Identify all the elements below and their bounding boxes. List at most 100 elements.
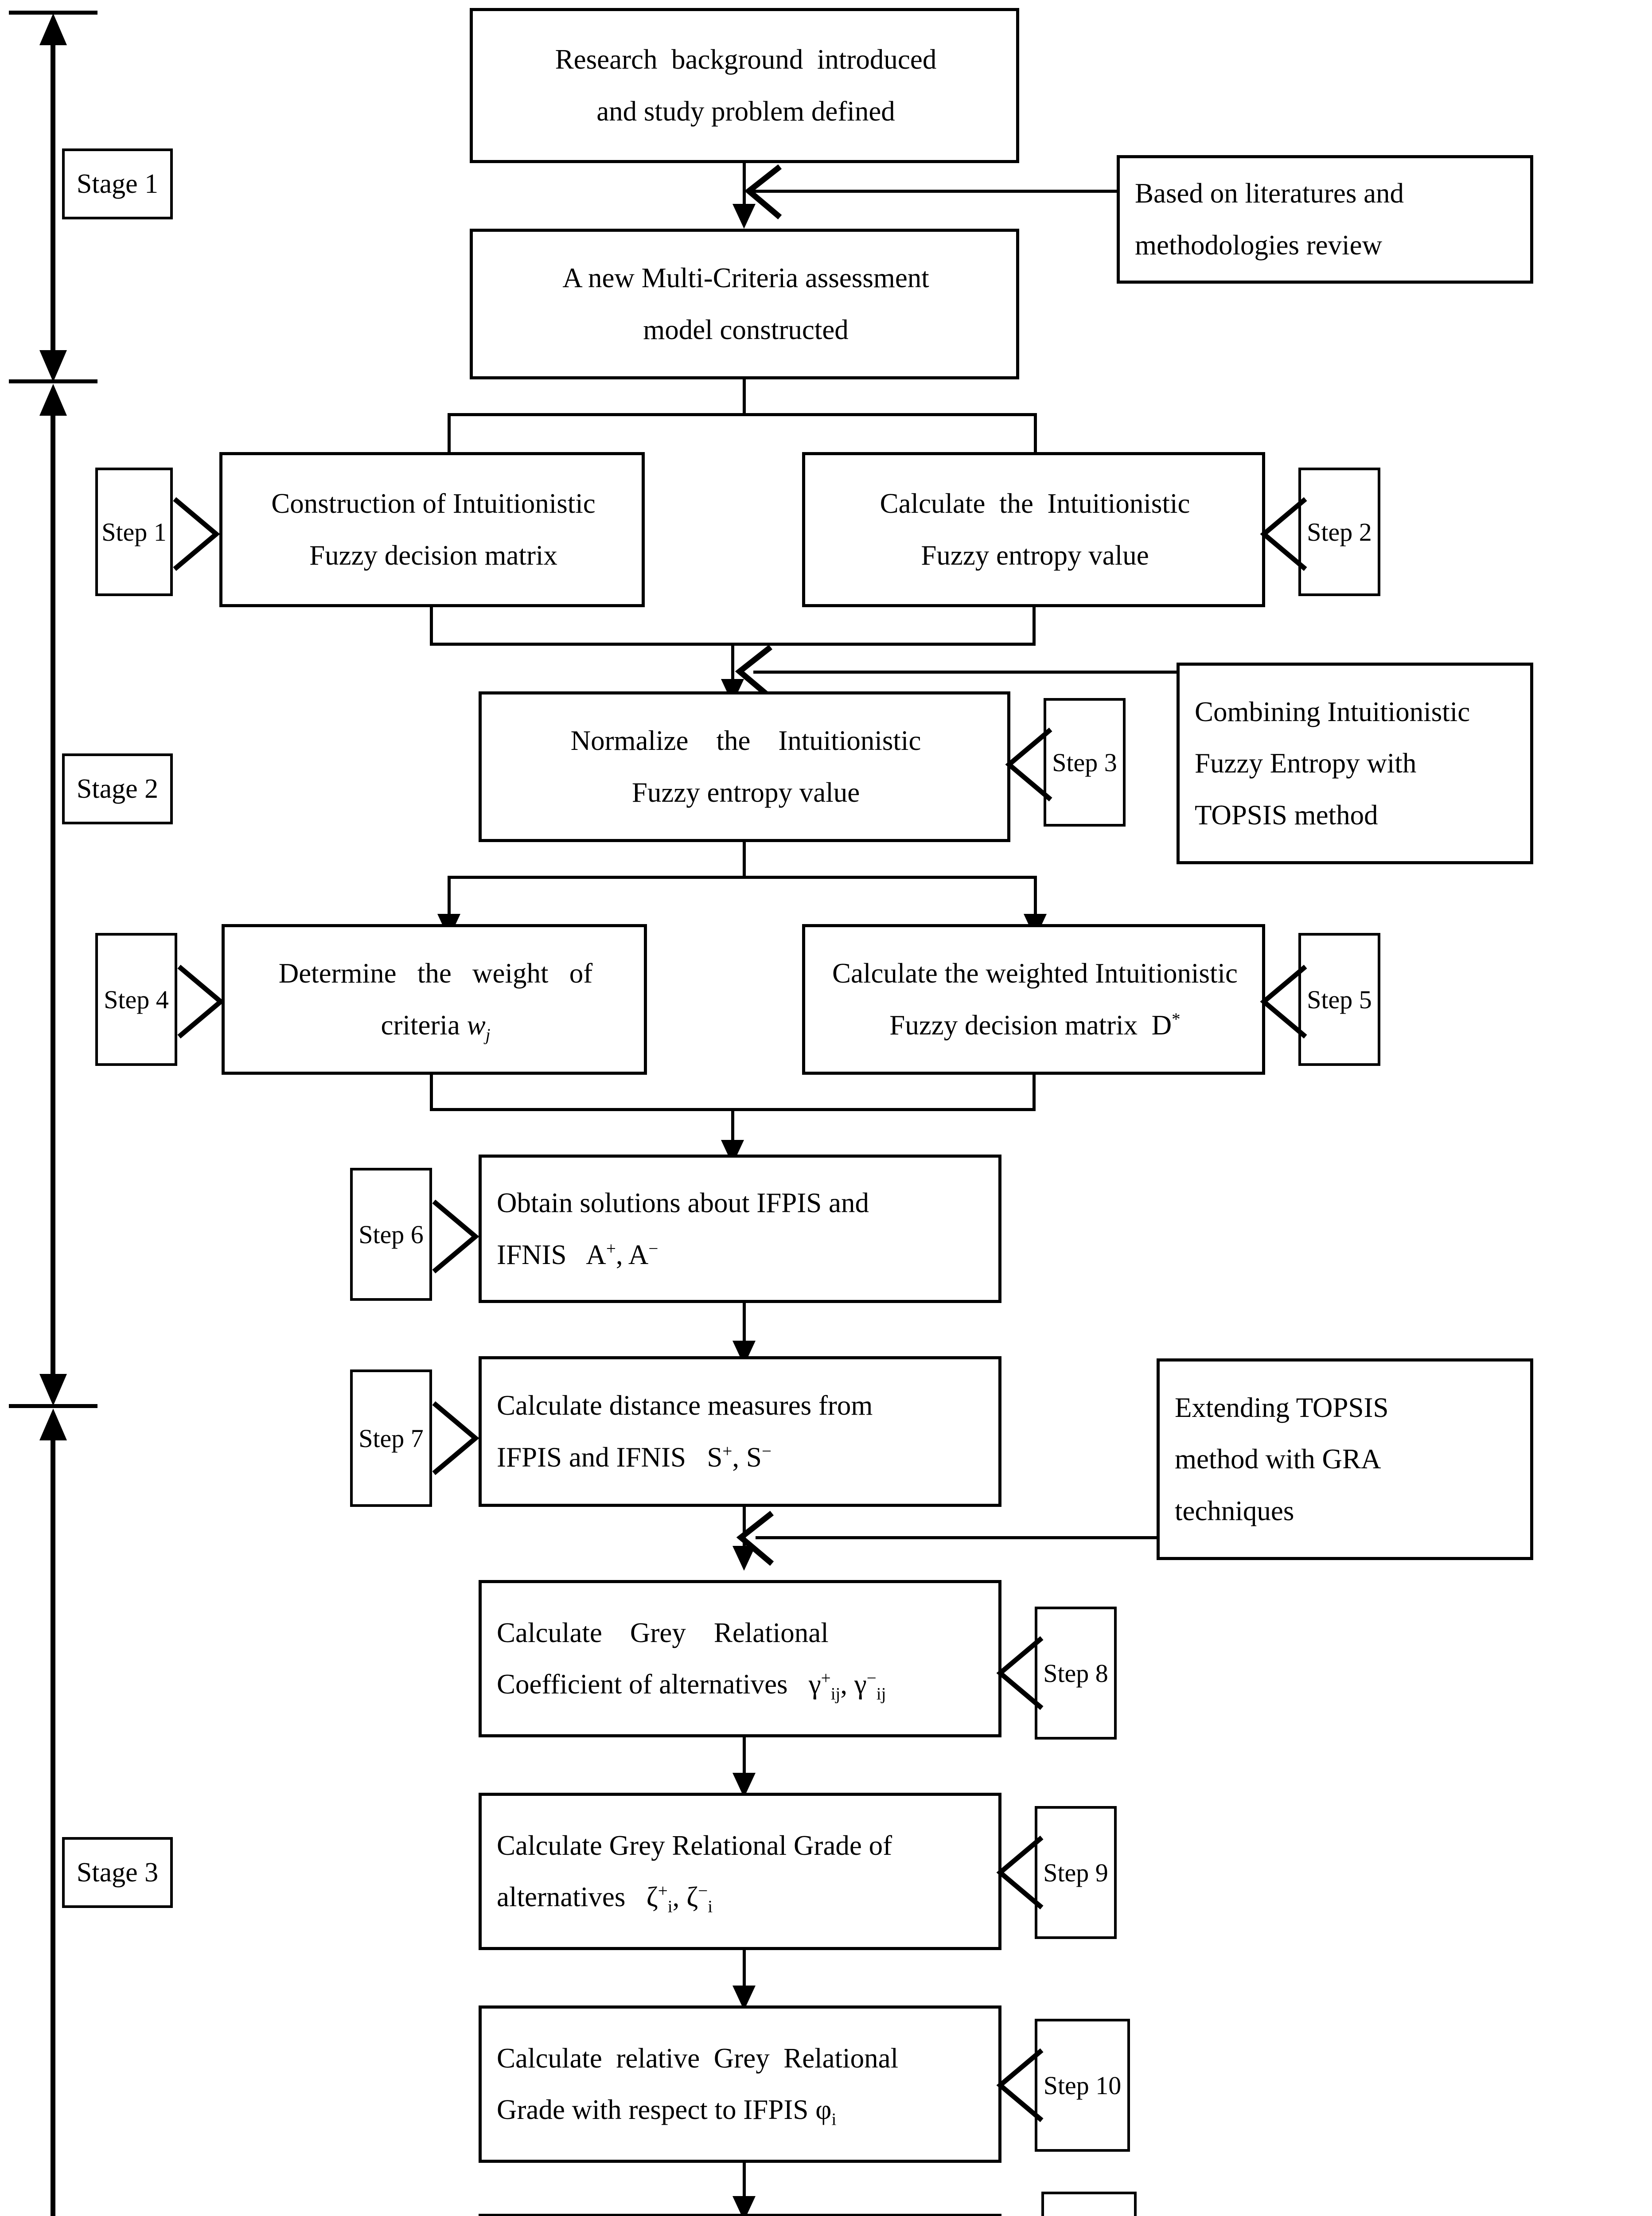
- node-line-2-mid: ,: [672, 1881, 687, 1913]
- connector-entropy-down-stub: [1032, 605, 1036, 645]
- node-line-2: alternatives ζ+i, ζ−i: [497, 1871, 986, 1923]
- step-callout-step-11: Step 11: [1041, 2192, 1137, 2216]
- node-line-1: Calculate Grey Relational Grade of: [497, 1830, 892, 1861]
- symbol-zeta-2-subscript: i: [708, 1897, 713, 1916]
- node-line-2-prefix: Coefficient of alternatives: [497, 1669, 809, 1700]
- node-line-2-prefix: IFNIS A: [497, 1239, 606, 1270]
- connector-merge-down-step6: [731, 1108, 734, 1152]
- node-line-1: Research background introduced: [555, 44, 937, 75]
- node-calculate-entropy: Calculate the Intuitionistic Fuzzy entro…: [802, 452, 1265, 607]
- step-callout-step-8: Step 8: [1035, 1607, 1117, 1740]
- node-relative-grade: Calculate relative Grey Relational Grade…: [479, 2005, 1001, 2163]
- node-line-2: criteria wj: [240, 999, 631, 1051]
- symbol-minus-superscript: −: [761, 1442, 771, 1461]
- arrowhead-down-to-rank: [732, 2196, 756, 2216]
- connector-merge-down-step3: [731, 643, 734, 691]
- step-callout-step-3: Step 3: [1044, 698, 1126, 827]
- symbol-weight: w: [467, 1009, 486, 1041]
- node-line-1: Calculate the weighted Intuitionistic: [832, 958, 1238, 989]
- node-line-2: and study problem defined: [596, 96, 895, 127]
- symbol-gamma-2-subscript: ij: [876, 1684, 886, 1704]
- step-3-chevron-left-icon: [1005, 727, 1052, 802]
- arrowhead-left-literatures: [744, 164, 782, 219]
- node-line-2: Fuzzy entropy value: [921, 540, 1149, 571]
- step-7-chevron-right-icon: [432, 1401, 479, 1475]
- symbol-zeta-1-superscript: +: [658, 1881, 668, 1901]
- step-callout-step-5: Step 5: [1298, 933, 1380, 1066]
- node-line-2: Fuzzy decision matrix D*: [820, 999, 1250, 1051]
- node-line-1: Based on literatures and: [1135, 178, 1404, 209]
- node-line-2-prefix: alternatives: [497, 1881, 647, 1913]
- stage1-axis-top-tick: [9, 11, 97, 15]
- symbol-zeta-2-superscript: −: [698, 1881, 708, 1901]
- connector-model-split-horizontal: [448, 413, 1037, 416]
- symbol-zeta-1-subscript: i: [667, 1897, 673, 1916]
- node-line-1: Calculate Grey Relational: [497, 1617, 829, 1648]
- node-weighted-matrix: Calculate the weighted Intuitionistic Fu…: [802, 924, 1265, 1075]
- stage1-axis-arrow-down: [39, 350, 67, 382]
- node-line-2: method with GRA: [1175, 1444, 1381, 1475]
- node-line-2-prefix: IFPIS and IFNIS S: [497, 1442, 723, 1473]
- step-label-text: Step 8: [1043, 1658, 1108, 1688]
- stage-label-stage-2: Stage 2: [62, 753, 173, 824]
- symbol-phi: φ: [815, 2094, 832, 2126]
- node-line-2: Coefficient of alternatives γ+ij, γ−ij: [497, 1658, 986, 1710]
- stage-label-stage-1: Stage 1: [62, 148, 173, 219]
- step-9-chevron-left-icon: [996, 1835, 1044, 1910]
- node-extending-topsis: Extending TOPSIS method with GRA techniq…: [1157, 1358, 1533, 1560]
- connector-split-horizontal-step45: [448, 876, 1037, 879]
- connector-model-down-stub: [743, 378, 746, 415]
- connector-coefficient-to-grade: [743, 1736, 746, 1784]
- connector-weighted-matrix-down-stub: [1032, 1073, 1036, 1111]
- connector-split-right-down: [1034, 413, 1037, 462]
- step-callout-step-4: Step 4: [95, 933, 177, 1066]
- step-2-chevron-left-icon: [1260, 497, 1307, 571]
- node-literatures-review: Based on literatures and methodologies r…: [1117, 155, 1533, 284]
- arrowhead-left-combining: [735, 644, 773, 700]
- node-line-2: model constructed: [643, 314, 849, 345]
- symbol-gamma-1: γ: [808, 1669, 821, 1700]
- stage2-axis-arrow-down: [39, 1374, 67, 1406]
- node-line-2: methodologies review: [1135, 230, 1383, 261]
- step-6-chevron-right-icon: [432, 1199, 479, 1274]
- connector-combining-to-normalize: [753, 671, 1179, 674]
- connector-literatures-to-main: [749, 190, 1119, 193]
- symbol-plus-superscript: +: [606, 1239, 616, 1258]
- node-line-2-prefix: criteria: [381, 1009, 467, 1041]
- step-label-text: Step 3: [1052, 748, 1117, 777]
- symbol-star-superscript: *: [1172, 1010, 1181, 1029]
- node-rank-alternatives: Rank the alternatives: [479, 2214, 1001, 2216]
- node-line-3: TOPSIS method: [1195, 799, 1378, 831]
- symbol-plus-superscript: +: [722, 1442, 732, 1461]
- stage2-axis-bottom-tick: [9, 1404, 97, 1408]
- node-construct-matrix: Construction of Intuitionistic Fuzzy dec…: [219, 452, 645, 607]
- connector-distance-down-stub: [743, 1505, 746, 1556]
- node-line-1: Combining Intuitionistic: [1195, 696, 1470, 727]
- node-line-1: Calculate distance measures from: [497, 1390, 873, 1421]
- connector-relative-to-rank: [743, 2161, 746, 2208]
- node-distance-measures: Calculate distance measures from IFPIS a…: [479, 1356, 1001, 1507]
- step-callout-step-10: Step 10: [1035, 2019, 1130, 2152]
- stage-label-text: Stage 2: [76, 773, 159, 804]
- symbol-zeta-2: ζ: [686, 1881, 698, 1913]
- step-label-text: Step 5: [1307, 985, 1372, 1014]
- node-grey-grade: Calculate Grey Relational Grade of alter…: [479, 1793, 1001, 1950]
- step-label-text: Step 10: [1043, 2071, 1122, 2100]
- step-label-text: Step 6: [358, 1220, 424, 1249]
- step-5-chevron-left-icon: [1260, 964, 1307, 1039]
- node-line-2: Fuzzy decision matrix: [309, 540, 557, 571]
- step-10-chevron-left-icon: [996, 2048, 1044, 2122]
- node-line-2-prefix: Fuzzy decision matrix D: [889, 1010, 1172, 1041]
- step-callout-step-9: Step 9: [1035, 1806, 1117, 1939]
- node-line-1: Extending TOPSIS: [1175, 1392, 1389, 1423]
- step-1-chevron-right-icon: [173, 497, 220, 571]
- connector-weight-down-stub: [430, 1073, 433, 1111]
- symbol-zeta-1: ζ: [646, 1881, 658, 1913]
- stage-label-text: Stage 3: [76, 1857, 159, 1888]
- step-4-chevron-right-icon: [177, 964, 225, 1039]
- node-line-3: techniques: [1175, 1495, 1294, 1526]
- stage1-axis-line: [51, 35, 55, 372]
- symbol-gamma-2: γ: [854, 1669, 867, 1700]
- connector-research-to-model: [743, 163, 746, 212]
- node-line-2-mid: , S: [732, 1442, 762, 1473]
